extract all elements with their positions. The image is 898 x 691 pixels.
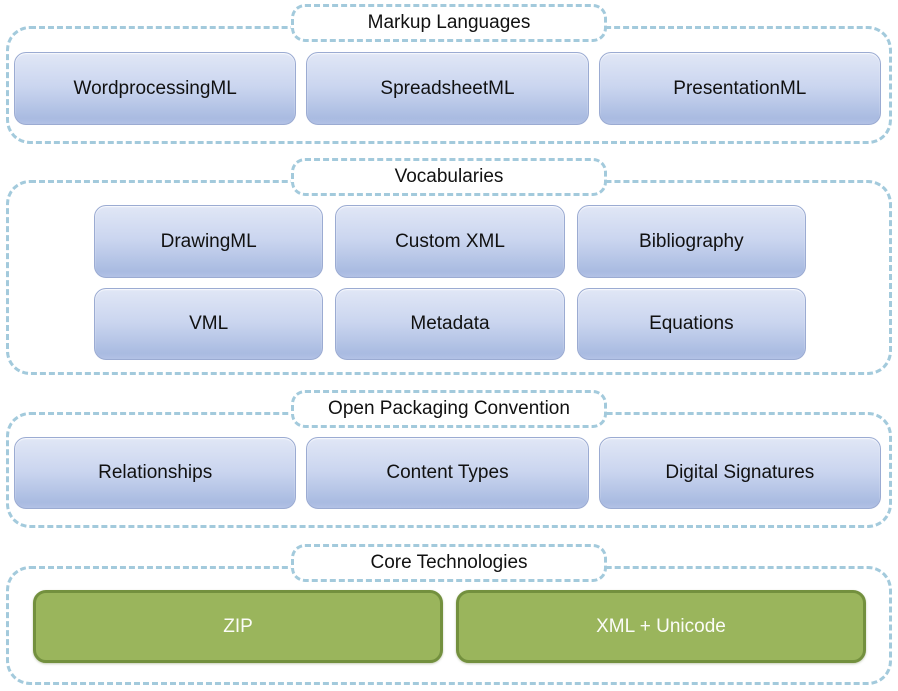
- box-row-core-technologies: ZIP XML + Unicode: [33, 590, 866, 663]
- box-zip: ZIP: [33, 590, 443, 663]
- box-presentationml: PresentationML: [598, 52, 881, 125]
- group-vocabularies: DrawingML Custom XML Bibliography VML Me…: [6, 180, 892, 375]
- box-digital-signatures: Digital Signatures: [598, 437, 881, 509]
- group-title-markup-languages: Markup Languages: [291, 4, 607, 42]
- box-row-open-packaging-convention: Relationships Content Types Digital Sign…: [14, 437, 881, 509]
- box-xml-unicode: XML + Unicode: [456, 590, 866, 663]
- box-custom-xml: Custom XML: [335, 205, 565, 278]
- group-title-open-packaging-convention: Open Packaging Convention: [291, 390, 607, 428]
- box-content-types: Content Types: [306, 437, 589, 509]
- group-open-packaging-convention: Relationships Content Types Digital Sign…: [6, 412, 892, 528]
- box-wordprocessingml: WordprocessingML: [14, 52, 297, 125]
- box-bibliography: Bibliography: [576, 205, 806, 278]
- box-drawingml: DrawingML: [94, 205, 324, 278]
- group-title-core-technologies: Core Technologies: [291, 544, 607, 582]
- group-core-technologies: ZIP XML + Unicode: [6, 566, 892, 685]
- box-row-markup-languages: WordprocessingML SpreadsheetML Presentat…: [14, 52, 881, 125]
- box-spreadsheetml: SpreadsheetML: [306, 52, 589, 125]
- box-metadata: Metadata: [335, 288, 565, 360]
- group-markup-languages: WordprocessingML SpreadsheetML Presentat…: [6, 26, 892, 144]
- box-row-vocabularies-1: DrawingML Custom XML Bibliography: [94, 205, 806, 278]
- box-vml: VML: [94, 288, 324, 360]
- box-equations: Equations: [576, 288, 806, 360]
- box-row-vocabularies-2: VML Metadata Equations: [94, 288, 806, 360]
- box-relationships: Relationships: [14, 437, 297, 509]
- group-title-vocabularies: Vocabularies: [291, 158, 607, 196]
